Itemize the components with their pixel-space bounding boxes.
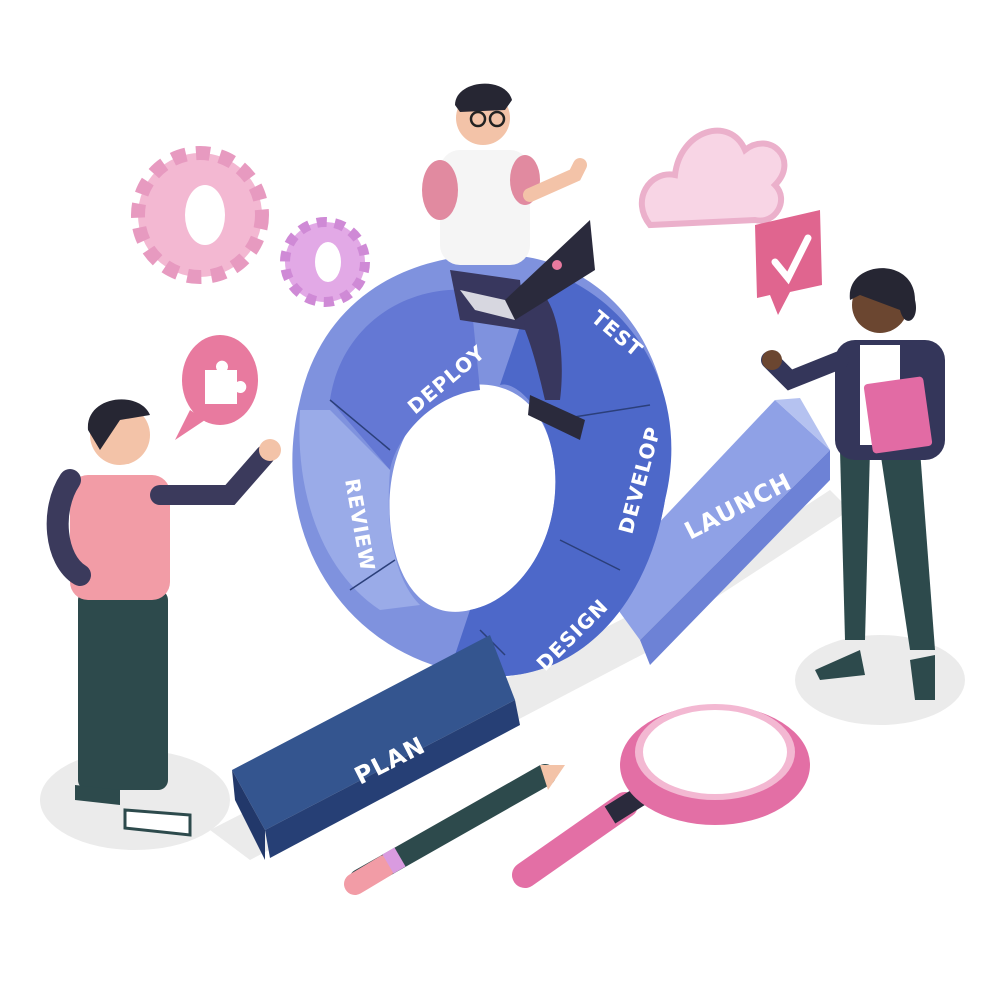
puzzle-icon (175, 335, 258, 440)
person-left (46, 399, 281, 837)
pencil-icon (344, 764, 565, 895)
gear-icon (131, 146, 269, 284)
plan-bar: PLAN (232, 635, 520, 860)
folder (863, 376, 933, 454)
cycle-ring: DEPLOY TEST DEVELOP REVIEW DESIGN (292, 254, 672, 677)
person-developer (422, 83, 595, 440)
launch-bar: LAUNCH (600, 398, 830, 665)
laptop-icon (460, 220, 595, 320)
magnifier-icon (512, 704, 810, 888)
ring-review-segment (299, 410, 420, 610)
ring-right-segment (450, 268, 672, 677)
gear-icon (280, 217, 370, 307)
ring-deploy-segment (330, 289, 480, 470)
cloud-icon (638, 127, 788, 229)
checkmark-icon (755, 210, 822, 315)
person-right (761, 268, 945, 700)
